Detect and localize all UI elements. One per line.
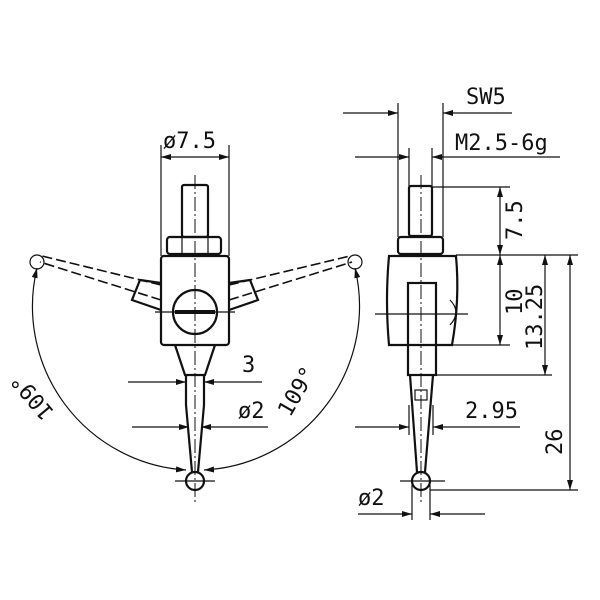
- dim-wrench-size: SW5: [466, 85, 506, 110]
- dim-thread-length: 7.5: [503, 200, 528, 240]
- dim-stylus-width: 2.95: [465, 399, 518, 424]
- nut: [165, 235, 223, 256]
- dim-holder-length: 13.25: [523, 284, 548, 350]
- dim-ball-diameter: ø2: [358, 486, 385, 511]
- swivel-arm-right: [228, 255, 353, 301]
- stylus: [408, 374, 435, 473]
- dim-angle-right: 109°: [274, 363, 322, 421]
- angle-arc-left: [31, 267, 187, 473]
- front-view: ø7.5 3 ø2 109° 109°: [6, 129, 363, 505]
- dim-body-height: 10: [503, 289, 528, 316]
- dim-thread: M2.5-6g: [455, 131, 548, 156]
- side-view: SW5 M2.5-6g 7.5 10 13.25 26 2.95 ø2: [343, 85, 578, 520]
- nut: [396, 235, 445, 256]
- stylus-holder: [406, 281, 438, 377]
- swivel-arm-left: [39, 255, 162, 301]
- angle-arc-right: [203, 267, 361, 473]
- dim-body-diameter: ø7.5: [163, 129, 216, 154]
- dim-total-length: 26: [543, 429, 568, 456]
- arm-ball-left: [29, 254, 45, 270]
- body: [385, 254, 459, 347]
- dim-stylus-diameter: ø2: [238, 399, 265, 424]
- dim-neck-width: 3: [242, 353, 255, 378]
- dim-angle-left: 109°: [6, 368, 59, 425]
